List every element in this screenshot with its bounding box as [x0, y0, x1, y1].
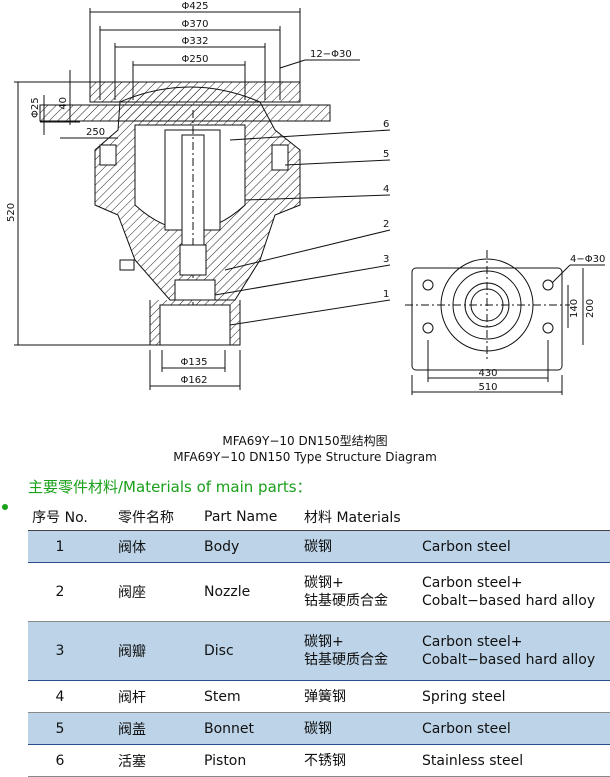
row-mat-cn: 碳钢+ 钴基硬质合金 — [298, 621, 416, 681]
dim-phi370: Φ370 — [182, 19, 209, 30]
materials-table: 序号 No. 零件名称 Part Name 材料 Materials 1 阀体 … — [28, 504, 610, 777]
dim-250-left: 250 — [86, 127, 105, 138]
table-header-row: 序号 No. 零件名称 Part Name 材料 Materials — [28, 504, 610, 531]
callout-6: 6 — [383, 119, 389, 130]
callout-2: 2 — [383, 219, 389, 230]
row-mat-cn: 碳钢 — [298, 712, 416, 745]
callout-3: 3 — [383, 254, 389, 265]
mat-cn-line: 碳钢+ — [304, 575, 344, 591]
callout-5: 5 — [383, 149, 389, 160]
row-part-cn: 阀杆 — [92, 680, 198, 713]
table-row: 3 阀瓣 Disc 碳钢+ 钴基硬质合金 Carbon steel+ Cobalt−… — [28, 621, 610, 681]
mat-en-line: Stainless steel — [422, 752, 524, 769]
mat-en-line: Carbon steel+ — [422, 575, 523, 591]
table-row: 5 阀盖 Bonnet 碳钢 Carbon steel — [28, 712, 610, 745]
dim-510: 510 — [478, 382, 497, 393]
header-part-name: Part Name — [198, 504, 298, 531]
row-part-en: Piston — [198, 744, 298, 777]
row-part-en: Body — [198, 530, 298, 563]
row-no: 6 — [28, 744, 92, 777]
dim-bolt-top: 12−Φ30 — [310, 49, 352, 60]
row-mat-en: Spring steel — [416, 680, 610, 713]
dim-bolt-base: 4−Φ30 — [570, 254, 605, 265]
caption-cn: MFA69Y−10 DN150型结构图 — [222, 434, 388, 448]
mat-cn-line: 钴基硬质合金 — [304, 593, 388, 609]
row-part-cn: 阀盖 — [92, 712, 198, 745]
table-row: 2 阀座 Nozzle 碳钢+ 钴基硬质合金 Carbon steel+ Cobal… — [28, 562, 610, 622]
header-part-cn: 零件名称 — [92, 504, 198, 531]
bullet-dot — [2, 504, 8, 510]
header-materials: 材料 Materials — [298, 504, 610, 531]
mat-cn-line: 钴基硬质合金 — [304, 652, 388, 668]
row-part-en: Stem — [198, 680, 298, 713]
mat-cn-line: 碳钢+ — [304, 634, 344, 650]
header-no: 序号 No. — [28, 504, 92, 531]
mat-en-line: Carbon steel+ — [422, 634, 523, 650]
mat-en-line: Cobalt−based hard alloy — [422, 652, 596, 668]
row-no: 4 — [28, 680, 92, 713]
mat-cn-line: 碳钢 — [304, 538, 332, 555]
table-row: 6 活塞 Piston 不锈钢 Stainless steel — [28, 744, 610, 777]
row-mat-en: Carbon steel+ Cobalt−based hard alloy — [416, 562, 610, 622]
caption-en: MFA69Y−10 DN150 Type Structure Diagram — [173, 450, 437, 464]
dim-phi25: Φ25 — [30, 97, 41, 118]
dim-phi425: Φ425 — [182, 1, 209, 12]
row-part-cn: 阀体 — [92, 530, 198, 563]
row-part-en: Bonnet — [198, 712, 298, 745]
row-part-cn: 阀瓣 — [92, 621, 198, 681]
row-part-en: Nozzle — [198, 562, 298, 622]
dim-200: 200 — [585, 299, 596, 318]
dim-520: 520 — [6, 203, 17, 222]
mat-en-line: Carbon steel — [422, 720, 511, 737]
dim-phi332: Φ332 — [182, 36, 209, 47]
row-no: 3 — [28, 621, 92, 681]
row-mat-cn: 碳钢+ 钴基硬质合金 — [298, 562, 416, 622]
row-no: 1 — [28, 530, 92, 563]
materials-heading: 主要零件材料/Materials of main parts： — [28, 478, 312, 496]
mat-en-line: Spring steel — [422, 688, 506, 705]
mat-cn-line: 不锈钢 — [304, 752, 346, 769]
mat-en-line: Carbon steel — [422, 538, 511, 555]
row-part-en: Disc — [198, 621, 298, 681]
row-no: 5 — [28, 712, 92, 745]
mat-en-line: Cobalt−based hard alloy — [422, 593, 596, 609]
table-row: 1 阀体 Body 碳钢 Carbon steel — [28, 530, 610, 563]
row-no: 2 — [28, 562, 92, 622]
callout-1: 1 — [383, 289, 389, 300]
row-part-cn: 阀座 — [92, 562, 198, 622]
dim-40: 40 — [58, 97, 69, 110]
row-mat-cn: 碳钢 — [298, 530, 416, 563]
row-part-cn: 活塞 — [92, 744, 198, 777]
table-row: 4 阀杆 Stem 弹簧钢 Spring steel — [28, 680, 610, 713]
dim-140: 140 — [569, 299, 580, 318]
dim-phi135: Φ135 — [181, 357, 208, 368]
row-mat-en: Carbon steel — [416, 530, 610, 563]
dim-phi250: Φ250 — [182, 54, 209, 65]
row-mat-cn: 不锈钢 — [298, 744, 416, 777]
row-mat-en: Carbon steel+ Cobalt−based hard alloy — [416, 621, 610, 681]
mat-cn-line: 弹簧钢 — [304, 688, 346, 705]
row-mat-en: Stainless steel — [416, 744, 610, 777]
dim-430: 430 — [478, 368, 497, 379]
structure-drawing: Φ425 Φ370 Φ332 Φ250 12−Φ30 40 Φ25 250 52… — [6, 1, 605, 395]
mat-cn-line: 碳钢 — [304, 720, 332, 737]
callout-4: 4 — [383, 184, 389, 195]
row-mat-en: Carbon steel — [416, 712, 610, 745]
row-mat-cn: 弹簧钢 — [298, 680, 416, 713]
dim-phi162: Φ162 — [181, 375, 208, 386]
